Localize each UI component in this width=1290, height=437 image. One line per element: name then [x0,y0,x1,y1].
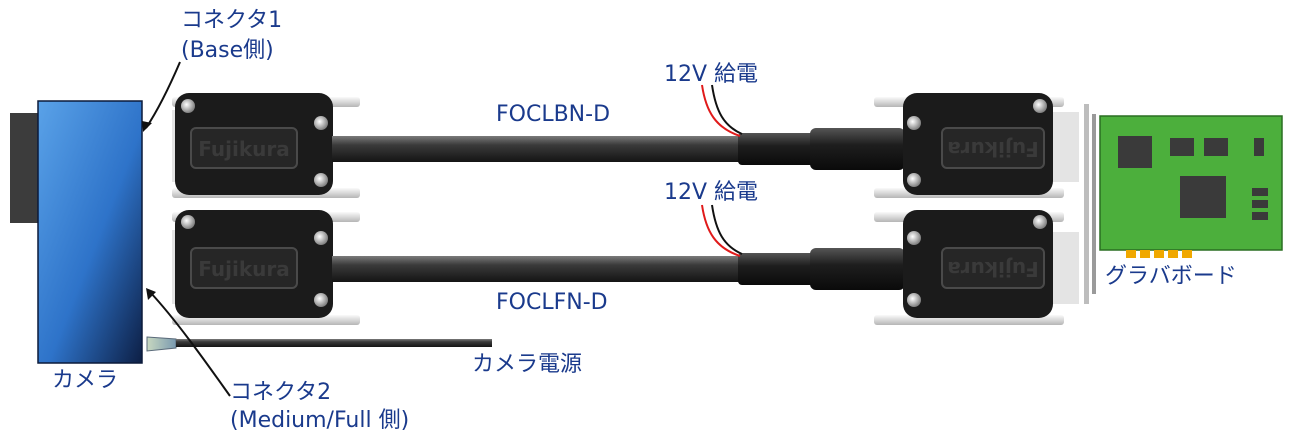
grabber-board [1084,104,1283,304]
power-cable-line [176,339,492,347]
connector1-callout-arrow [142,121,152,132]
red-wire-top [701,84,741,137]
board-contact [1126,250,1136,258]
power-plug [146,336,177,352]
power-wires-bottom [701,204,743,257]
black-wire-top [711,84,743,135]
connector2-callout-line [149,291,231,397]
board-chip [1170,138,1194,156]
camera-power-label: カメラ電源 [472,352,583,377]
left-connector-bottom: Fujikura [172,210,360,325]
left-connector-top-brand: Fujikura [198,137,290,161]
cable-bottom-label: FOCLFN-D [496,290,608,315]
connector2-label-line2: (Medium/Full 側) [230,408,410,433]
right-connector-top: Fujikura [874,93,1079,198]
black-wire-bottom [711,204,743,255]
cable-top-jacket [332,136,742,162]
board-contact [1168,250,1178,258]
cable-top [332,128,905,170]
left-connector-bottom-brand: Fujikura [198,257,290,281]
power-label-top: 12V 給電 [664,62,759,87]
power-wires-top [701,84,743,137]
right-connector-bottom: Fujikura [874,210,1079,325]
connector1-label-line1: コネクタ1 [181,8,283,33]
board-chip-main [1180,176,1226,218]
board-bracket [1084,104,1089,304]
camera [10,100,143,364]
board-contact [1154,250,1164,258]
board-chip [1118,136,1152,168]
grabber-board-label: グラバボード [1105,264,1237,289]
connector1-label-line2: (Base側) [181,38,274,63]
board-chip [1254,138,1264,156]
right-connector-top-brand: Fujikura [947,137,1039,161]
board-contact [1140,250,1150,258]
red-wire-bottom [701,204,741,257]
left-connector-top: Fujikura [172,93,360,198]
board-contact [1182,250,1192,258]
connector2-callout-arrow [146,288,156,300]
board-chip [1204,138,1228,156]
camera-body [37,100,143,364]
camera-label: カメラ [52,368,119,393]
right-connector-bottom-brand: Fujikura [947,257,1039,281]
cable-bottom-jacket [332,256,742,282]
power-label-bottom: 12V 給電 [664,180,759,205]
cable-bottom [332,248,905,290]
camera-power-cable [146,336,492,352]
cable-top-label: FOCLBN-D [496,102,611,127]
connector2-label-line1: コネクタ2 [230,380,332,405]
